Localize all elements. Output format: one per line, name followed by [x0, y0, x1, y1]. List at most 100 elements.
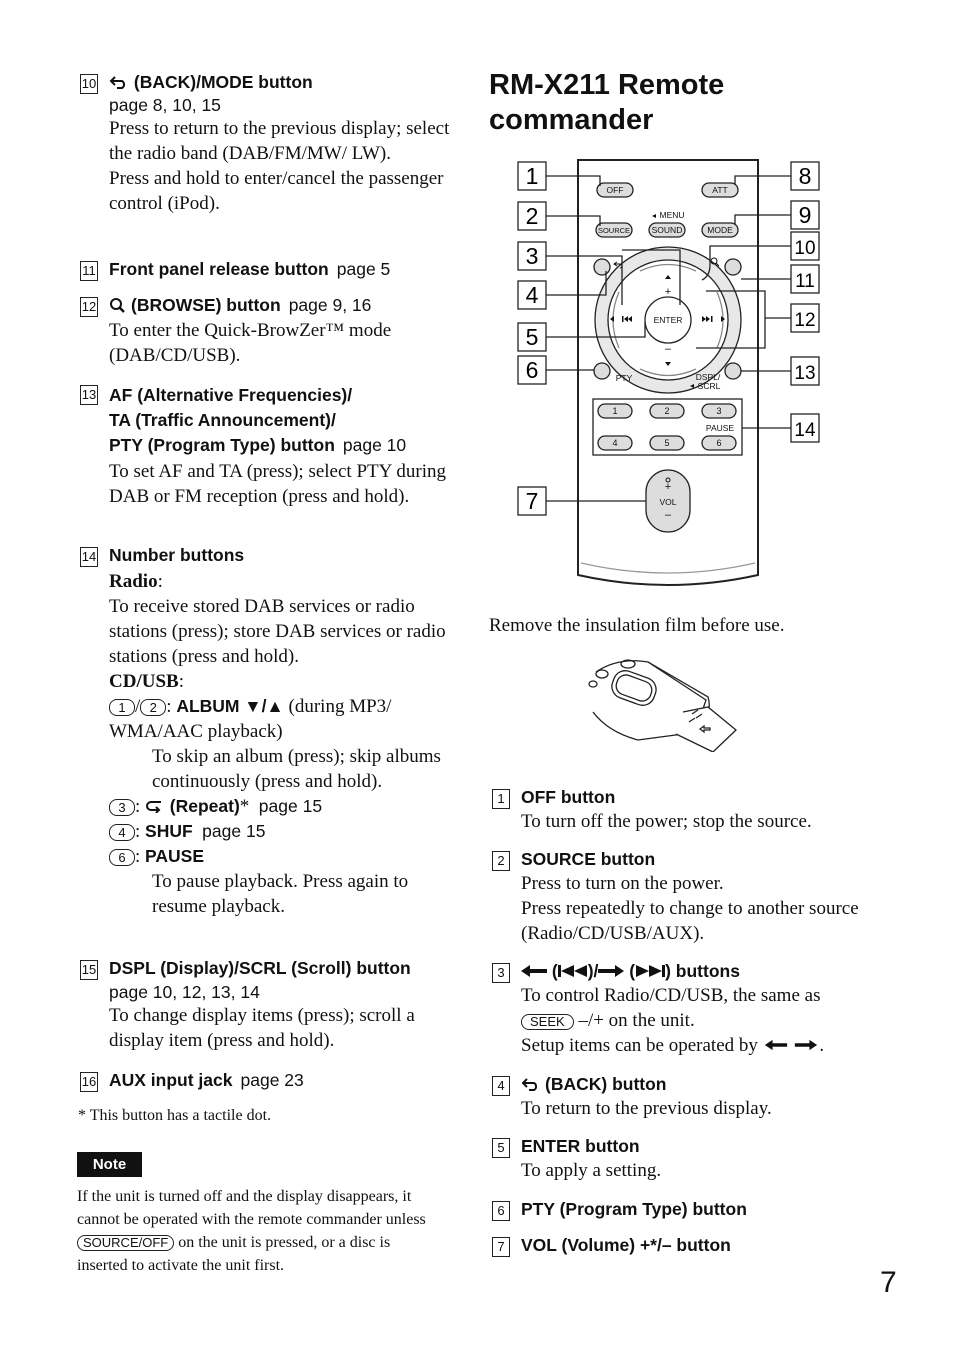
- item-title: (BROWSE) button: [131, 295, 281, 315]
- callout-number: 10: [794, 238, 815, 259]
- repeat-icon: [145, 796, 165, 817]
- page-ref: page 15: [202, 821, 266, 841]
- dspl-label[interactable]: DSPL/: [696, 372, 721, 382]
- item-number: 3: [492, 963, 510, 983]
- callout-number: 11: [795, 271, 815, 292]
- number-key: 4: [109, 824, 135, 842]
- number-key: 6: [109, 849, 135, 867]
- source-off-key: SOURCE/OFF: [77, 1235, 175, 1251]
- description: Press to turn on the power.: [521, 873, 724, 894]
- right-arrow-icon: [598, 965, 625, 977]
- back-icon: [109, 72, 134, 92]
- page-ref: page 23: [240, 1070, 304, 1090]
- item-title: ) buttons: [665, 961, 740, 981]
- item-title: SOURCE button: [521, 849, 656, 869]
- pty-button[interactable]: PTY: [616, 373, 633, 383]
- off-button[interactable]: OFF: [607, 185, 624, 195]
- item-number: 11: [80, 261, 98, 281]
- page-ref: page 10, 12, 13, 14: [109, 982, 260, 1002]
- remote-number-key[interactable]: 4: [612, 438, 617, 448]
- note-text-part: on the unit is pressed, or a disc is ins…: [77, 1234, 391, 1274]
- item-number: 7: [492, 1237, 510, 1257]
- item-number: 10: [80, 74, 98, 94]
- remote-number-key[interactable]: 6: [716, 438, 721, 448]
- callout-box: [517, 322, 547, 352]
- callout-box: [790, 413, 820, 443]
- sound-button[interactable]: SOUND: [652, 225, 683, 235]
- remote-number-key[interactable]: 1: [612, 406, 617, 416]
- number-key: 1: [109, 699, 135, 717]
- pause-label: PAUSE: [706, 423, 735, 433]
- callout-number: 2: [526, 203, 539, 229]
- item-title: OFF button: [521, 787, 616, 807]
- page-ref: page 9, 16: [288, 295, 372, 315]
- previous-track-icon: [557, 965, 587, 977]
- description: To skip an album (press); skip albums co…: [152, 746, 441, 792]
- callout-number: 9: [799, 202, 812, 228]
- callout-box: [517, 201, 547, 231]
- callout-number: 14: [794, 420, 816, 441]
- note-label: Note: [77, 1152, 142, 1177]
- callout-box: [790, 356, 820, 386]
- scrl-label[interactable]: SCRL: [698, 381, 721, 391]
- repeat-label: (Repeat): [169, 796, 240, 816]
- callout-number: 5: [526, 324, 539, 350]
- callout-number: 13: [794, 363, 815, 384]
- down-up-arrow-icon: ▼/▲: [244, 696, 284, 716]
- shuf-label: SHUF: [145, 821, 193, 841]
- item-number: 6: [492, 1201, 510, 1221]
- item-title: Number buttons: [109, 545, 245, 565]
- item-number: 5: [492, 1138, 510, 1158]
- minus-label: –: [665, 343, 672, 355]
- remote-number-key[interactable]: 5: [664, 438, 669, 448]
- callout-number: 4: [526, 282, 539, 308]
- description: To receive stored DAB services or radio …: [109, 596, 446, 667]
- mode-button[interactable]: MODE: [707, 225, 733, 235]
- left-arrow-icon: [521, 965, 547, 977]
- item-number: 16: [80, 1072, 98, 1092]
- insulation-note: Remove the insulation film before use.: [489, 615, 785, 636]
- note-text: If the unit is turned off and the displa…: [77, 1185, 437, 1277]
- callout-box: [790, 264, 820, 294]
- right-arrow-icon: [795, 1039, 818, 1051]
- callout-number: 3: [526, 243, 539, 269]
- description: Press and hold to enter/cancel the passe…: [109, 168, 444, 214]
- back-icon: [521, 1077, 545, 1094]
- page-number: 7: [880, 1266, 897, 1299]
- cdusb-label: CD/USB: [109, 671, 179, 692]
- pause-label: PAUSE: [145, 846, 205, 866]
- remote-number-key[interactable]: 2: [664, 406, 669, 416]
- insulation-film-illustration: [588, 659, 737, 752]
- callout-box: [790, 303, 820, 333]
- item-title: ENTER button: [521, 1136, 640, 1156]
- album-note: (during MP3/ WMA/AAC playback): [109, 696, 392, 742]
- callout-box: [517, 355, 547, 385]
- page-ref: page 5: [336, 259, 391, 279]
- item-title: VOL (Volume) +*/– button: [521, 1235, 731, 1255]
- item-title: AF (Alternative Frequencies)/: [109, 385, 353, 405]
- callout-box: [790, 200, 820, 230]
- search-icon: [109, 298, 131, 315]
- callout-box: [517, 486, 547, 516]
- att-button[interactable]: ATT: [712, 185, 727, 195]
- remote-number-key[interactable]: 3: [716, 406, 721, 416]
- radio-label: Radio: [109, 571, 158, 592]
- item-number: 15: [80, 960, 98, 980]
- description: Setup items can be operated by: [521, 1035, 758, 1056]
- vol-minus-label: –: [665, 509, 672, 521]
- number-key: 3: [109, 799, 135, 817]
- enter-button[interactable]: ENTER: [654, 315, 683, 325]
- description: To turn off the power; stop the source.: [521, 811, 812, 832]
- tactile-dot-mark: *: [239, 796, 250, 817]
- vol-button[interactable]: VOL: [659, 497, 676, 507]
- page-ref: page 10: [342, 435, 407, 455]
- seek-key: SEEK: [521, 1014, 574, 1030]
- source-button[interactable]: SOURCE: [598, 226, 630, 235]
- description: To pause playback. Press again to resume…: [152, 871, 409, 917]
- vol-plus-label: +: [665, 481, 671, 493]
- plus-label: +: [665, 286, 671, 298]
- callout-box: [517, 280, 547, 310]
- page-heading: RM-X211 Remote commander: [489, 68, 724, 138]
- callout-number: 8: [799, 163, 812, 189]
